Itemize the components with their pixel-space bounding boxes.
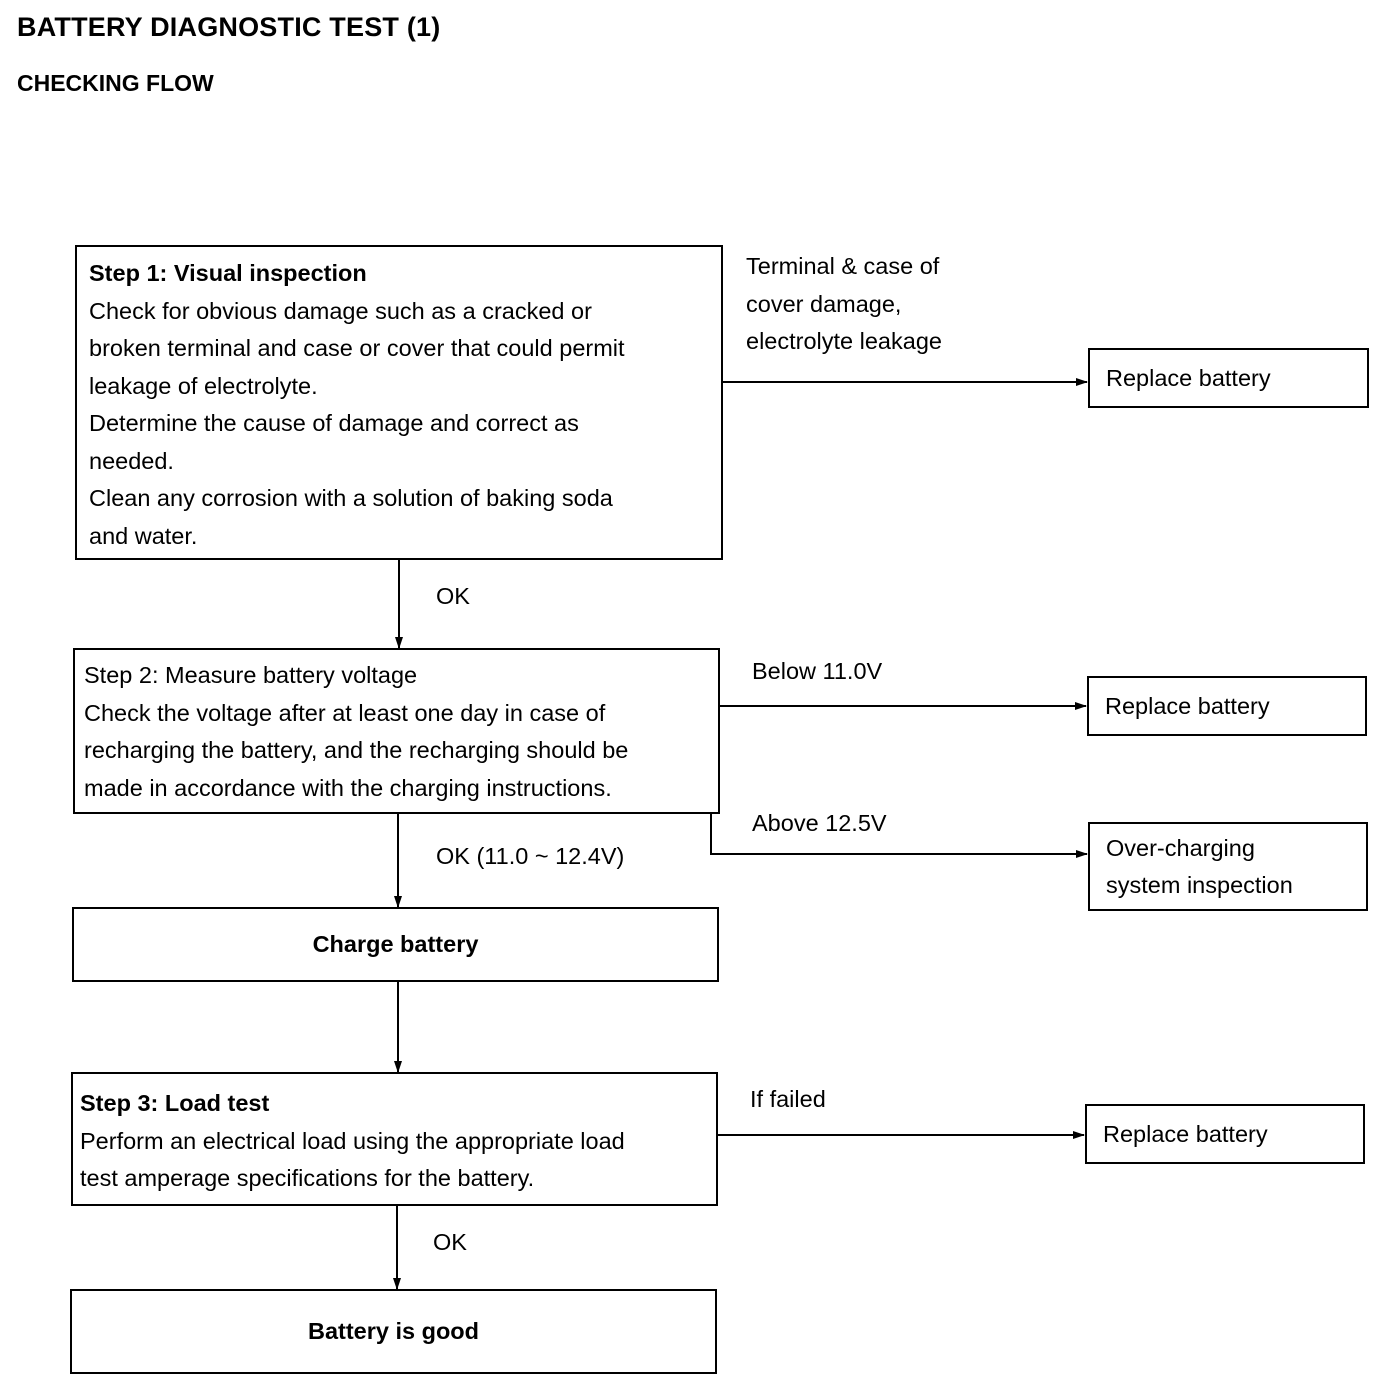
arrow-step2-to-overcharging (710, 813, 1088, 858)
replace-battery-box-2: Replace battery (1087, 676, 1367, 736)
battery-is-good-label: Battery is good (307, 1318, 480, 1344)
charge-battery-label: Charge battery (312, 931, 479, 957)
step1-line: Determine the cause of damage and correc… (89, 410, 579, 436)
charge-battery-box: Charge battery (72, 907, 719, 982)
step2-heading: Step 2: Measure battery voltage (84, 662, 418, 688)
over-charging-line: system inspection (1106, 871, 1293, 898)
condition-line: Terminal & case of (746, 253, 940, 279)
condition-line: electrolyte leakage (746, 328, 942, 354)
step1-line: needed. (89, 447, 174, 474)
step3-fail-condition: If failed (750, 1086, 826, 1112)
step1-ok-label: OK (436, 583, 470, 609)
step3-ok-label: OK (433, 1229, 467, 1255)
page-subtitle: CHECKING FLOW (17, 70, 214, 96)
over-charging-line: Over-charging (1106, 834, 1255, 861)
step2-box: Step 2: Measure battery voltage Check th… (73, 648, 720, 814)
step3-line: test amperage specifications for the bat… (80, 1165, 535, 1191)
step1-line: leakage of electrolyte. (89, 372, 318, 399)
step3-box: Step 3: Load test Perform an electrical … (71, 1072, 718, 1206)
step1-box: Step 1: Visual inspection Check for obvi… (75, 245, 723, 560)
step1-line: Check for obvious damage such as a crack… (89, 297, 592, 324)
step2-line: made in accordance with the charging ins… (84, 774, 612, 801)
step1-line: and water. (89, 522, 198, 549)
step3-line: Perform an electrical load using the app… (80, 1127, 625, 1154)
step3-heading: Step 3: Load test (80, 1090, 270, 1116)
replace-battery-box-1: Replace battery (1088, 348, 1369, 408)
battery-is-good-box: Battery is good (70, 1289, 717, 1374)
replace-battery-label: Replace battery (1106, 364, 1271, 391)
replace-battery-label: Replace battery (1105, 692, 1270, 719)
step2-ok-label: OK (11.0 ~ 12.4V) (436, 843, 625, 869)
step2-line: Check the voltage after at least one day… (84, 699, 606, 726)
step2-line: recharging the battery, and the rechargi… (84, 737, 629, 763)
step2-above-condition: Above 12.5V (752, 810, 887, 836)
over-charging-inspection-box: Over-charging system inspection (1088, 822, 1368, 911)
step1-line: broken terminal and case or cover that c… (89, 335, 625, 361)
page-title: BATTERY DIAGNOSTIC TEST (1) (17, 12, 441, 42)
step1-fail-condition: Terminal & case of cover damage, electro… (746, 248, 942, 361)
condition-line: cover damage, (746, 290, 902, 317)
replace-battery-box-3: Replace battery (1085, 1104, 1365, 1164)
replace-battery-label: Replace battery (1103, 1120, 1268, 1147)
step1-heading: Step 1: Visual inspection (89, 260, 367, 286)
step2-below-condition: Below 11.0V (752, 658, 883, 684)
step1-line: Clean any corrosion with a solution of b… (89, 485, 613, 511)
